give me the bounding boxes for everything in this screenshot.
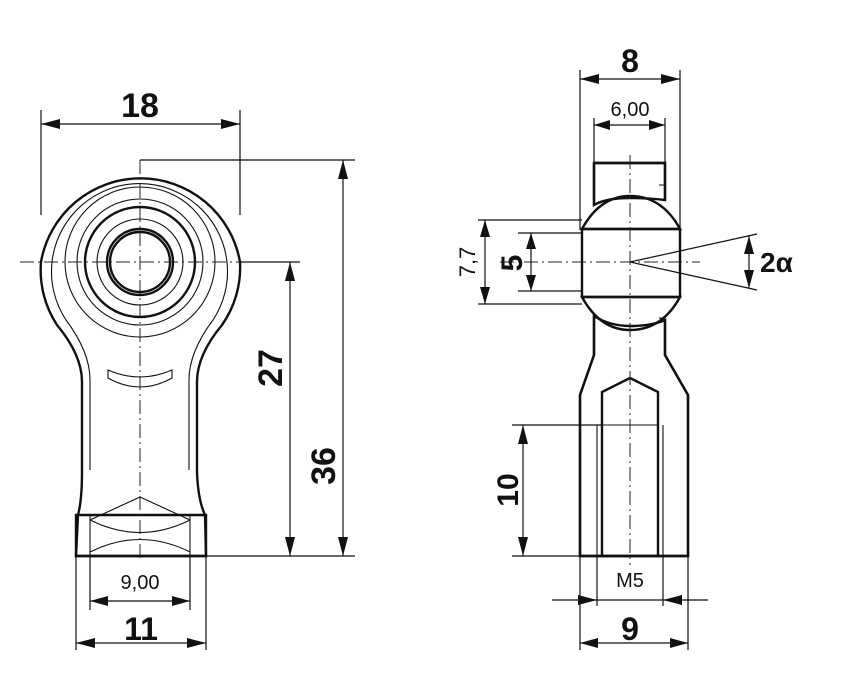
- dim-7-7-label: 7,7: [455, 247, 480, 278]
- dim-6-00-label: 6,00: [611, 99, 650, 121]
- dim-9-00-label: 9,00: [121, 572, 160, 594]
- front-view: 18 27 36 9,00 11: [20, 87, 355, 650]
- dim-m5-label: M5: [616, 570, 644, 592]
- dim-11-label: 11: [124, 611, 158, 647]
- dim-5-label: 5: [496, 255, 529, 272]
- side-outline: [578, 161, 690, 558]
- neck-arc: [107, 369, 173, 388]
- dim-8-label: 8: [621, 43, 639, 79]
- dim-27-label: 27: [252, 349, 290, 387]
- dim-9-label: 9: [621, 611, 639, 647]
- dim-2alpha-label: 2α: [760, 247, 793, 278]
- side-view: 2α 8 6,00 7,7 5 10: [455, 43, 793, 650]
- ball-top-cap: [579, 194, 683, 231]
- dim-10-label: 10: [492, 473, 525, 506]
- dim-18-label: 18: [121, 87, 159, 125]
- eye-inner-outline: [50, 183, 229, 470]
- housing-lower-section: [578, 313, 690, 558]
- dim-36-label: 36: [305, 447, 343, 485]
- ball-bore: [580, 227, 682, 299]
- rod-end-outline: [39, 177, 242, 558]
